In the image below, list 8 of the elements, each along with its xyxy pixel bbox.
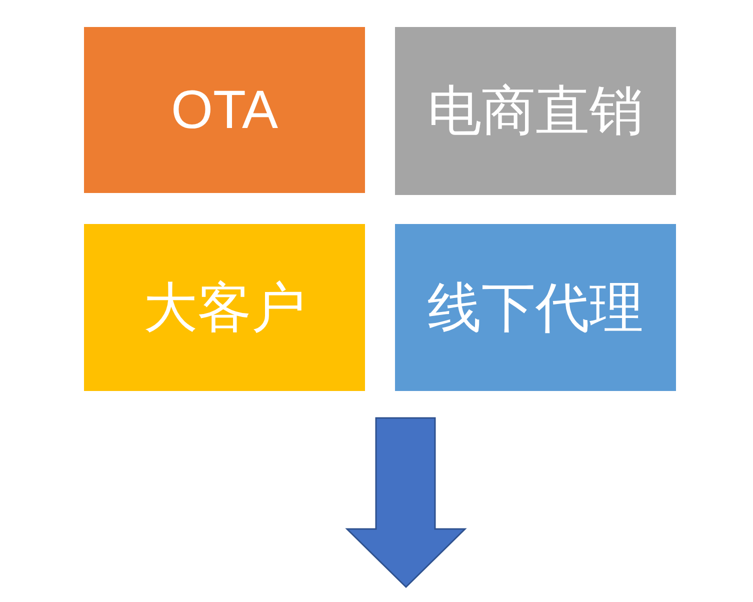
category-box xyxy=(395,27,676,195)
category-box xyxy=(84,224,365,391)
box-label: 电商直销 xyxy=(428,84,644,138)
category-box xyxy=(84,27,365,193)
box-label: OTA xyxy=(171,83,278,137)
box-label: 线下代理 xyxy=(428,280,644,334)
category-box xyxy=(395,224,676,391)
box-label: 大客户 xyxy=(144,280,306,334)
